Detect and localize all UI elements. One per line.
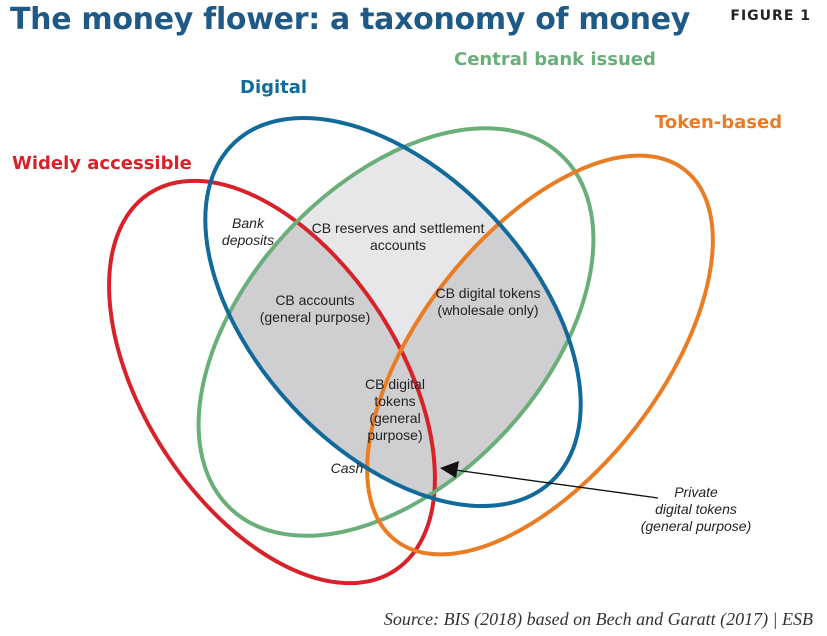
widely-accessible-ellipse — [107, 178, 437, 586]
central-bank-ellipse — [196, 126, 596, 538]
region-line: CB digital tokens — [435, 285, 541, 301]
region-line: (general purpose) — [640, 518, 752, 534]
region-cash: Cash — [325, 460, 369, 477]
pointer-arrowhead — [440, 461, 459, 478]
region-line: CB accounts — [275, 292, 355, 308]
digital-label: Digital — [240, 77, 308, 98]
region-line: purpose) — [367, 427, 423, 443]
region-line: tokens — [374, 393, 416, 409]
region-bank-deposits: Bank deposits — [213, 215, 283, 249]
region-private-digital-tokens: Private digital tokens (general purpose) — [636, 484, 756, 535]
figure-label: FIGURE 1 — [730, 8, 811, 24]
region-cb-digital-tokens-wholesale: CB digital tokens (wholesale only) — [418, 285, 558, 319]
digital-ellipse — [203, 115, 583, 509]
region-line: deposits — [221, 232, 275, 248]
region-line: accounts — [369, 237, 427, 253]
widely-accessible-label: Widely accessible — [12, 153, 192, 174]
token-based-label: Token-based — [655, 112, 783, 133]
source-note: Source: BIS (2018) based on Bech and Gar… — [383, 609, 813, 629]
region-line: (general — [369, 410, 421, 426]
figure-title: The money flower: a taxonomy of money — [10, 2, 691, 37]
region-line: (general purpose) — [259, 309, 371, 325]
private-tokens-pointer — [454, 469, 659, 499]
region-cb-digital-tokens-general: CB digital tokens (general purpose) — [350, 376, 440, 444]
region-line: digital tokens — [655, 501, 737, 517]
region-cb-reserves: CB reserves and settlement accounts — [298, 220, 498, 254]
region-cb-accounts: CB accounts (general purpose) — [250, 292, 380, 326]
region-line: (wholesale only) — [437, 302, 539, 318]
shade-digital-cb — [198, 128, 594, 536]
token-based-ellipse — [365, 153, 715, 557]
region-line: Cash — [330, 460, 364, 476]
region-line: Private — [674, 484, 718, 500]
central-bank-label: Central bank issued — [454, 49, 656, 70]
region-line: CB reserves and settlement — [311, 220, 485, 236]
region-line: Bank — [232, 215, 264, 231]
region-line: CB digital — [365, 376, 425, 392]
